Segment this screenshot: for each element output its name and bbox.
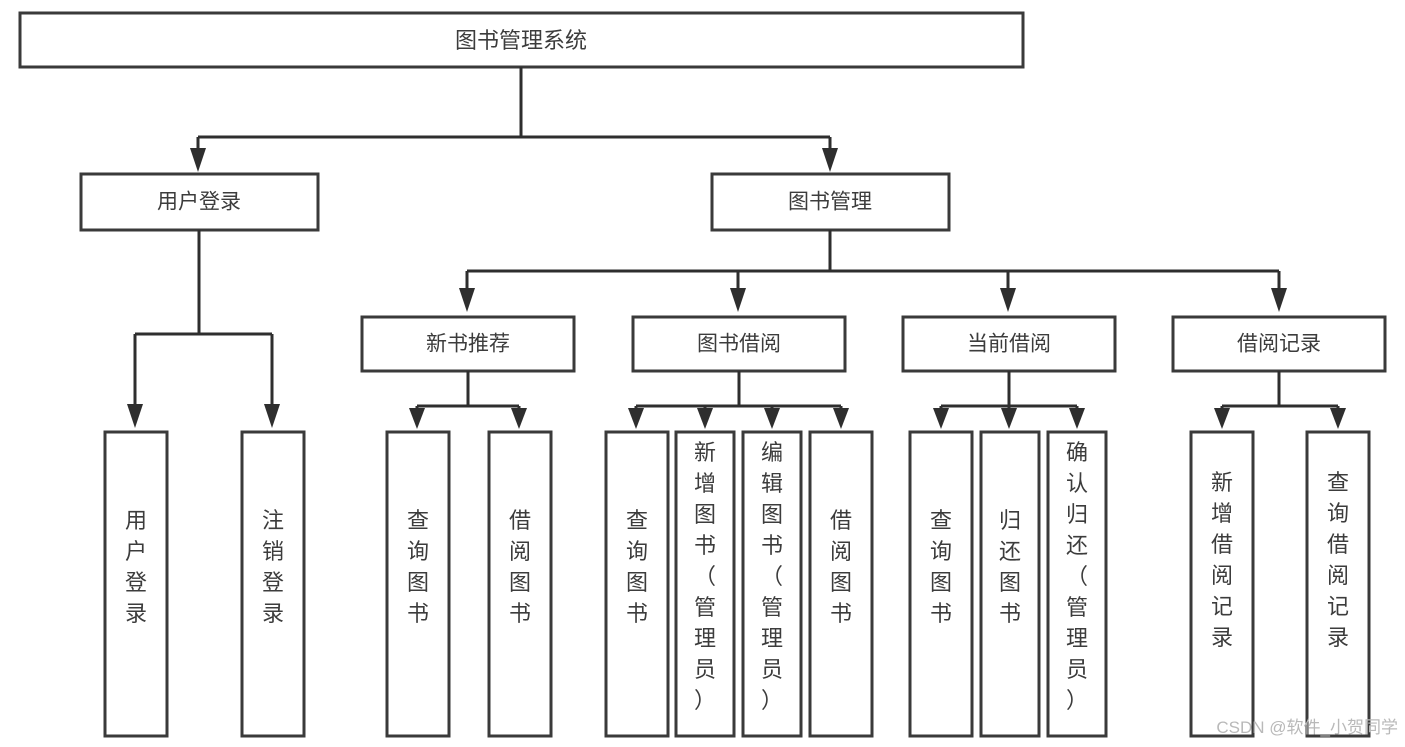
- leaf-add-borrow-record[interactable]: 新增借阅记录: [1189, 430, 1255, 738]
- leaf-borrow-book-2-box[interactable]: [808, 430, 874, 738]
- node-user-login-box[interactable]: [79, 172, 320, 232]
- arrowhead-icon: [190, 148, 206, 172]
- node-root-label: 图书管理系统: [455, 28, 587, 53]
- connector-book-borrow-to-leaves: [628, 371, 849, 429]
- leaf-query-book-2[interactable]: 查询图书: [604, 430, 670, 738]
- leaf-edit-book-admin-label: 编辑图书（管理员）: [761, 440, 783, 713]
- leaf-edit-book-admin[interactable]: 编辑图书（管理员）: [741, 430, 803, 738]
- leaf-logout-label: 注销登录: [262, 508, 284, 626]
- leaf-query-borrow-record[interactable]: 查询借阅记录: [1305, 430, 1371, 738]
- node-borrow-record[interactable]: 借阅记录: [1171, 315, 1387, 373]
- node-current-borrow[interactable]: 当前借阅: [901, 315, 1117, 373]
- arrowhead-icon: [933, 408, 949, 429]
- arrowhead-icon: [764, 408, 780, 429]
- arrowhead-icon: [511, 408, 527, 429]
- leaf-user-login[interactable]: 用户登录: [103, 430, 169, 738]
- leaf-user-login-box[interactable]: [103, 430, 169, 738]
- leaf-user-login-label: 用户登录: [125, 508, 147, 626]
- node-new-book-recommend[interactable]: 新书推荐: [360, 315, 576, 373]
- leaf-return-book[interactable]: 归还图书: [979, 430, 1041, 738]
- arrowhead-icon: [127, 404, 143, 428]
- leaf-query-book-3-box[interactable]: [908, 430, 974, 738]
- connector-root-to-level2: [190, 67, 838, 172]
- arrowhead-icon: [1214, 408, 1230, 429]
- leaf-query-book-3-label: 查询图书: [930, 508, 952, 626]
- leaf-add-borrow-record-box[interactable]: [1189, 430, 1255, 738]
- leaf-borrow-book-1[interactable]: 借阅图书: [487, 430, 553, 738]
- node-new-book-recommend-box[interactable]: [360, 315, 576, 373]
- connector-user-login-to-leaves: [127, 230, 280, 428]
- arrowhead-icon: [409, 408, 425, 429]
- connector-current-borrow-to-leaves: [933, 371, 1085, 429]
- arrowhead-icon: [459, 288, 475, 312]
- node-root-box[interactable]: [18, 11, 1025, 69]
- node-new-book-recommend-label: 新书推荐: [426, 333, 510, 356]
- arrowhead-icon: [822, 148, 838, 172]
- arrowhead-icon: [730, 288, 746, 312]
- node-user-login[interactable]: 用户登录: [79, 172, 320, 232]
- leaf-borrow-book-1-box[interactable]: [487, 430, 553, 738]
- leaf-query-book-2-label: 查询图书: [626, 508, 648, 626]
- leaf-return-book-box[interactable]: [979, 430, 1041, 738]
- leaf-confirm-return-admin[interactable]: 确认归还（管理员）: [1046, 430, 1108, 738]
- leaf-add-book-admin[interactable]: 新增图书（管理员）: [674, 430, 736, 738]
- arrowhead-icon: [1330, 408, 1346, 429]
- csdn-watermark: CSDN @软件_小贺同学: [1216, 718, 1398, 737]
- leaf-return-book-label: 归还图书: [999, 508, 1021, 626]
- leaf-query-borrow-record-label: 查询借阅记录: [1327, 470, 1349, 650]
- connector-borrow-record-to-leaves: [1214, 371, 1346, 429]
- node-user-login-label: 用户登录: [157, 191, 241, 214]
- connector-book-management-to-level3: [459, 230, 1287, 312]
- leaf-logout[interactable]: 注销登录: [240, 430, 306, 738]
- leaf-borrow-book-1-label: 借阅图书: [509, 508, 531, 626]
- leaf-query-book-1[interactable]: 查询图书: [385, 430, 451, 738]
- leaf-borrow-book-2-label: 借阅图书: [830, 508, 852, 626]
- leaf-query-book-2-box[interactable]: [604, 430, 670, 738]
- connector-new-book-to-leaves: [409, 371, 527, 429]
- leaf-query-book-3[interactable]: 查询图书: [908, 430, 974, 738]
- arrowhead-icon: [264, 404, 280, 428]
- node-borrow-record-label: 借阅记录: [1237, 333, 1321, 356]
- node-current-borrow-label: 当前借阅: [967, 333, 1051, 356]
- leaf-query-book-1-label: 查询图书: [407, 508, 429, 626]
- leaf-edit-book-admin-box[interactable]: [741, 430, 803, 738]
- node-book-management[interactable]: 图书管理: [710, 172, 951, 232]
- leaf-logout-box[interactable]: [240, 430, 306, 738]
- arrowhead-icon: [1000, 288, 1016, 312]
- arrowhead-icon: [1001, 408, 1017, 429]
- leaf-confirm-return-admin-box[interactable]: [1046, 430, 1108, 738]
- node-root[interactable]: 图书管理系统: [18, 11, 1025, 69]
- leaf-add-book-admin-label: 新增图书（管理员）: [694, 440, 716, 713]
- node-book-management-label: 图书管理: [788, 191, 872, 214]
- arrowhead-icon: [628, 408, 644, 429]
- node-book-borrow[interactable]: 图书借阅: [631, 315, 847, 373]
- arrowhead-icon: [833, 408, 849, 429]
- leaf-confirm-return-admin-label: 确认归还（管理员）: [1066, 440, 1088, 713]
- node-book-borrow-label: 图书借阅: [697, 333, 781, 356]
- arrowhead-icon: [1271, 288, 1287, 312]
- leaf-add-book-admin-box[interactable]: [674, 430, 736, 738]
- arrowhead-icon: [697, 408, 713, 429]
- leaf-add-borrow-record-label: 新增借阅记录: [1211, 470, 1233, 650]
- arrowhead-icon: [1069, 408, 1085, 429]
- leaf-query-book-1-box[interactable]: [385, 430, 451, 738]
- node-current-borrow-box[interactable]: [901, 315, 1117, 373]
- leaf-borrow-book-2[interactable]: 借阅图书: [808, 430, 874, 738]
- leaf-query-borrow-record-box[interactable]: [1305, 430, 1371, 738]
